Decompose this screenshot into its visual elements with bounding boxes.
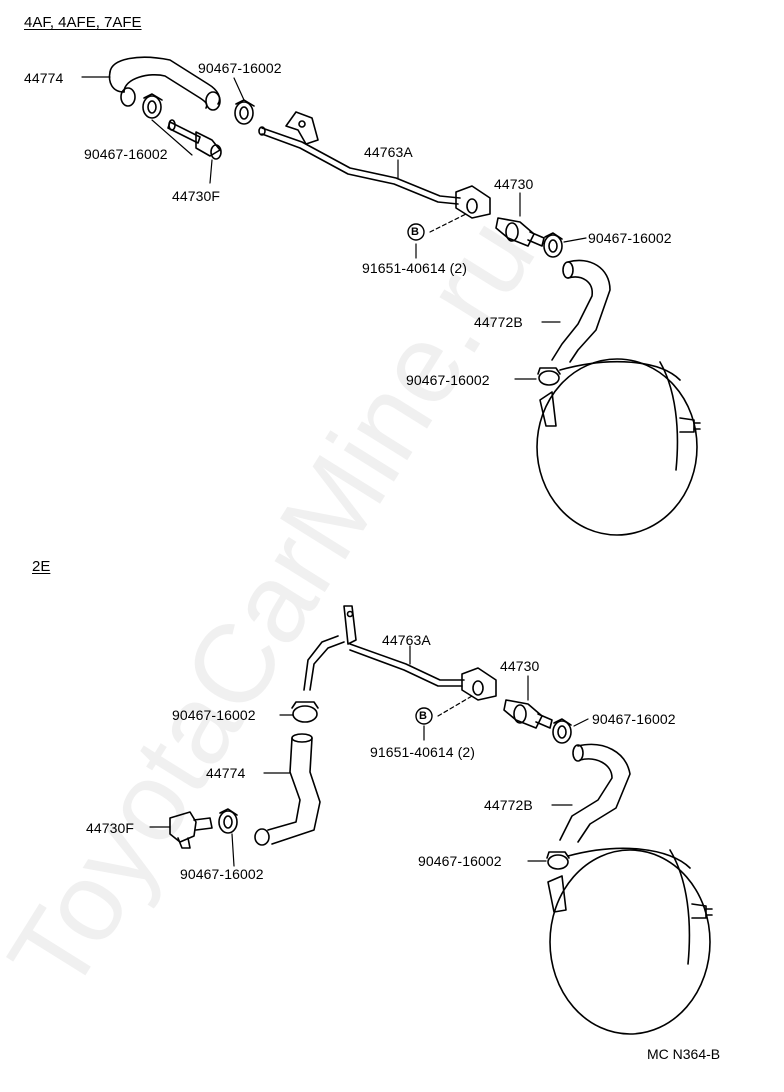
hose-44774-lower [254,733,321,846]
leader-lines-lower [149,645,589,867]
section-title-upper: 4AF, 4AFE, 7AFE [24,14,142,31]
hose-44772b-upper [551,259,611,363]
part-label-44730: 44730 [500,658,540,674]
part-label-clamp: 90467-16002 [198,60,282,76]
figure-code: MC N364-B [647,1046,721,1062]
vacuum-pipe-44763a-upper [258,111,491,219]
hose-clamp-2 [234,99,255,125]
hose-44774-upper [108,56,221,111]
check-valve-44730f-lower [169,811,213,849]
part-label-clamp: 90467-16002 [172,707,256,723]
hose-clamp-1 [142,93,163,119]
vacuum-pipe-44763a-lower [303,605,497,701]
hose-clamp-8 [218,808,238,834]
part-label-44763a: 44763A [382,632,431,648]
bolt-marker-lower [415,707,433,725]
part-label-bolt: 91651-40614 (2) [362,260,468,276]
part-label-44730f: 44730F [172,188,221,204]
hose-clamp-6 [552,718,572,744]
section-title-lower: 2E [32,558,51,575]
part-label-44730: 44730 [494,176,534,192]
part-label-44730f: 44730F [86,820,135,836]
part-label-clamp: 90467-16002 [592,711,676,727]
brake-booster-upper [536,358,701,536]
hose-44772b-lower [559,743,631,843]
part-label-bolt: 91651-40614 (2) [370,744,476,760]
bolt-marker-letter-upper: B [411,226,420,238]
brake-booster-lower [547,847,713,1035]
bolt-marker-upper [407,223,425,241]
hose-clamp-5 [291,701,319,723]
part-label-clamp: 90467-16002 [418,853,502,869]
hose-clamp-7 [546,851,570,870]
hose-clamp-3 [543,232,563,258]
part-label-clamp: 90467-16002 [588,230,672,246]
part-label-44772b: 44772B [484,797,533,813]
part-label-clamp: 90467-16002 [84,146,168,162]
part-label-44772b: 44772B [474,314,523,330]
check-valve-44730f-upper [167,119,222,160]
bolt-marker-letter-lower: B [419,710,428,722]
part-label-clamp: 90467-16002 [406,372,490,388]
check-valve-44730-upper [495,217,545,247]
part-label-clamp: 90467-16002 [180,866,264,882]
check-valve-44730-lower [503,699,553,729]
leader-lines-upper [81,76,587,380]
part-label-44774: 44774 [206,765,246,781]
part-label-44774: 44774 [24,70,64,86]
hose-clamp-4 [537,367,561,386]
part-label-44763a: 44763A [364,144,413,160]
